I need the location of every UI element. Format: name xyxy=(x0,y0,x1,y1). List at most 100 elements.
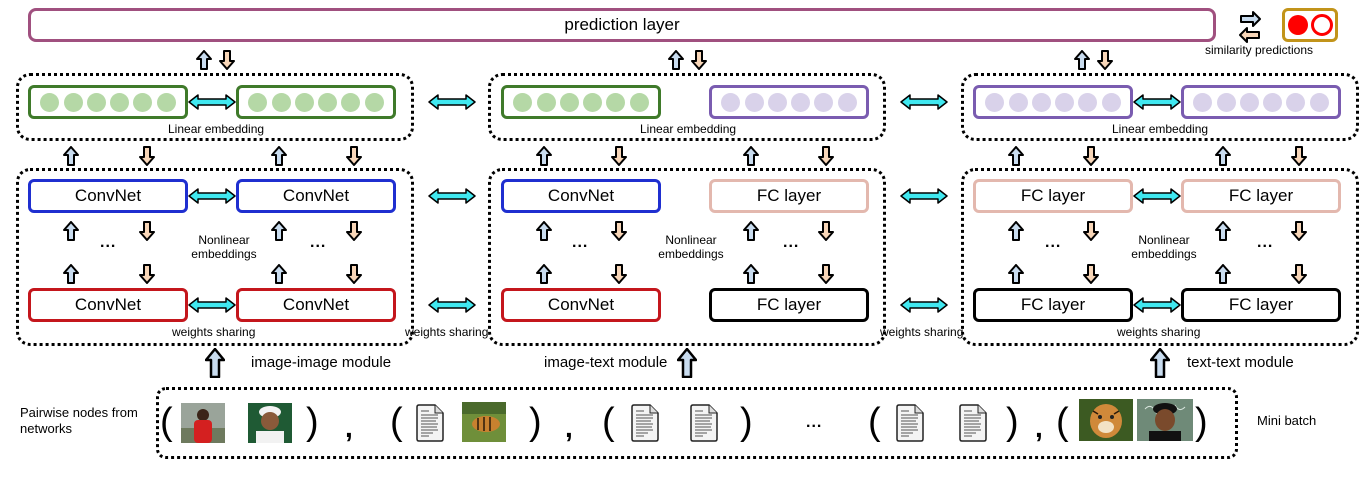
cross-module-link-arrow xyxy=(428,94,476,110)
ellipsis: ... xyxy=(1045,234,1062,251)
mini-batch-label: Mini batch xyxy=(1257,413,1317,428)
up-arrow-icon xyxy=(1008,264,1024,284)
weights-sharing-label: weights sharing xyxy=(1117,325,1201,339)
golfer-smiling-photo xyxy=(1137,399,1193,441)
up-arrow-icon xyxy=(536,264,552,284)
linear-embedding-label: Linear embedding xyxy=(640,122,737,136)
down-arrow-icon xyxy=(611,146,627,166)
down-arrow-icon xyxy=(346,264,362,284)
nonlinear-embedding-group-image-image xyxy=(16,168,414,346)
up-arrow-icon xyxy=(271,264,287,284)
convnet-top-layer: ConvNet xyxy=(501,179,661,213)
ellipsis: ... xyxy=(100,234,117,251)
document-icon xyxy=(415,404,445,442)
layer-label: FC layer xyxy=(1020,186,1086,205)
convnet-bottom-layer: ConvNet xyxy=(236,288,396,322)
down-arrow-icon xyxy=(139,146,155,166)
linear-embedding-group-image-text xyxy=(488,73,886,141)
up-arrow-icon xyxy=(196,50,212,70)
weight-sharing-link-arrow xyxy=(1133,94,1181,110)
linear-embedding-vector xyxy=(236,85,396,119)
down-arrow-icon xyxy=(818,221,834,241)
down-arrow-icon xyxy=(1083,221,1099,241)
cross-module-link-arrow xyxy=(900,188,948,204)
fc-bottom-layer: FC layer xyxy=(1181,288,1341,322)
document-icon xyxy=(630,404,660,442)
layer-label: FC layer xyxy=(1228,186,1294,205)
down-arrow-icon xyxy=(346,221,362,241)
weight-sharing-link-arrow xyxy=(188,188,236,204)
tiger-face-photo xyxy=(1079,399,1133,441)
layer-label: ConvNet xyxy=(74,295,142,314)
up-arrow-icon xyxy=(1215,146,1231,166)
down-arrow-icon xyxy=(611,221,627,241)
document-icon xyxy=(895,404,925,442)
up-arrow-icon xyxy=(1008,221,1024,241)
similarity-predictions-label: similarity predictions xyxy=(1205,43,1314,57)
bidirectional-arrows-icon xyxy=(1239,11,1261,43)
nonlinear-embedding-group-text-text xyxy=(961,168,1359,346)
batch-ellipsis: ... xyxy=(806,414,823,431)
linear-embedding-label: Linear embedding xyxy=(1112,122,1209,136)
module-label: image-text module xyxy=(544,354,668,371)
down-arrow-icon xyxy=(1097,50,1113,70)
pair-separator-comma: , xyxy=(1035,412,1043,443)
up-arrow-icon xyxy=(743,221,759,241)
layer-label: ConvNet xyxy=(282,186,350,205)
cross-module-link-arrow xyxy=(428,188,476,204)
up-arrow-icon xyxy=(271,221,287,241)
up-arrow-icon xyxy=(63,264,79,284)
weights-sharing-label: weights sharing xyxy=(172,325,256,339)
down-arrow-icon xyxy=(139,264,155,284)
ellipsis: ... xyxy=(1257,234,1274,251)
fc-bottom-layer: FC layer xyxy=(973,288,1133,322)
convnet-top-layer: ConvNet xyxy=(236,179,396,213)
up-arrow-icon xyxy=(1008,146,1024,166)
layer-label: FC layer xyxy=(756,295,822,314)
fc-top-layer: FC layer xyxy=(709,179,869,213)
pair-separator-comma: , xyxy=(345,412,353,443)
weights-sharing-between-modules-label: weights sharing xyxy=(880,325,964,339)
down-arrow-icon xyxy=(1083,264,1099,284)
layer-label: ConvNet xyxy=(547,295,615,314)
close-paren: ) xyxy=(1195,401,1208,443)
fc-bottom-layer: FC layer xyxy=(709,288,869,322)
convnet-bottom-layer: ConvNet xyxy=(28,288,188,322)
down-arrow-icon xyxy=(1083,146,1099,166)
cross-module-link-arrow xyxy=(900,297,948,313)
up-arrow-icon xyxy=(1215,221,1231,241)
weight-sharing-link-arrow xyxy=(1133,297,1181,313)
up-arrow-icon xyxy=(743,264,759,284)
linear-embedding-vector xyxy=(973,85,1133,119)
module-label: image-image module xyxy=(251,354,392,371)
close-paren: ) xyxy=(529,401,542,443)
layer-label: FC layer xyxy=(756,186,822,205)
cross-module-link-arrow xyxy=(428,297,476,313)
fc-top-layer: FC layer xyxy=(973,179,1133,213)
up-arrow-icon xyxy=(63,221,79,241)
module-input-arrow-icon xyxy=(205,348,225,378)
tiger-photo xyxy=(462,402,506,442)
linear-embedding-group-image-image xyxy=(16,73,414,141)
prediction-layer: prediction layer xyxy=(28,8,1216,42)
down-arrow-icon xyxy=(1291,264,1307,284)
linear-embedding-label: Linear embedding xyxy=(168,122,265,136)
up-arrow-icon xyxy=(1215,264,1231,284)
close-paren: ) xyxy=(306,401,319,443)
open-paren: ( xyxy=(1056,401,1069,443)
close-paren: ) xyxy=(1006,401,1019,443)
down-arrow-icon xyxy=(818,146,834,166)
close-paren: ) xyxy=(740,401,753,443)
ellipsis: ... xyxy=(310,234,327,251)
golfer-portrait-photo xyxy=(248,403,292,443)
pairwise-nodes-label: Pairwise nodes from networks xyxy=(20,405,138,436)
prediction-layer-label: prediction layer xyxy=(564,15,680,34)
convnet-bottom-layer: ConvNet xyxy=(501,288,661,322)
down-arrow-icon xyxy=(611,264,627,284)
layer-label: FC layer xyxy=(1020,295,1086,314)
linear-embedding-group-text-text xyxy=(961,73,1359,141)
convnet-top-layer: ConvNet xyxy=(28,179,188,213)
